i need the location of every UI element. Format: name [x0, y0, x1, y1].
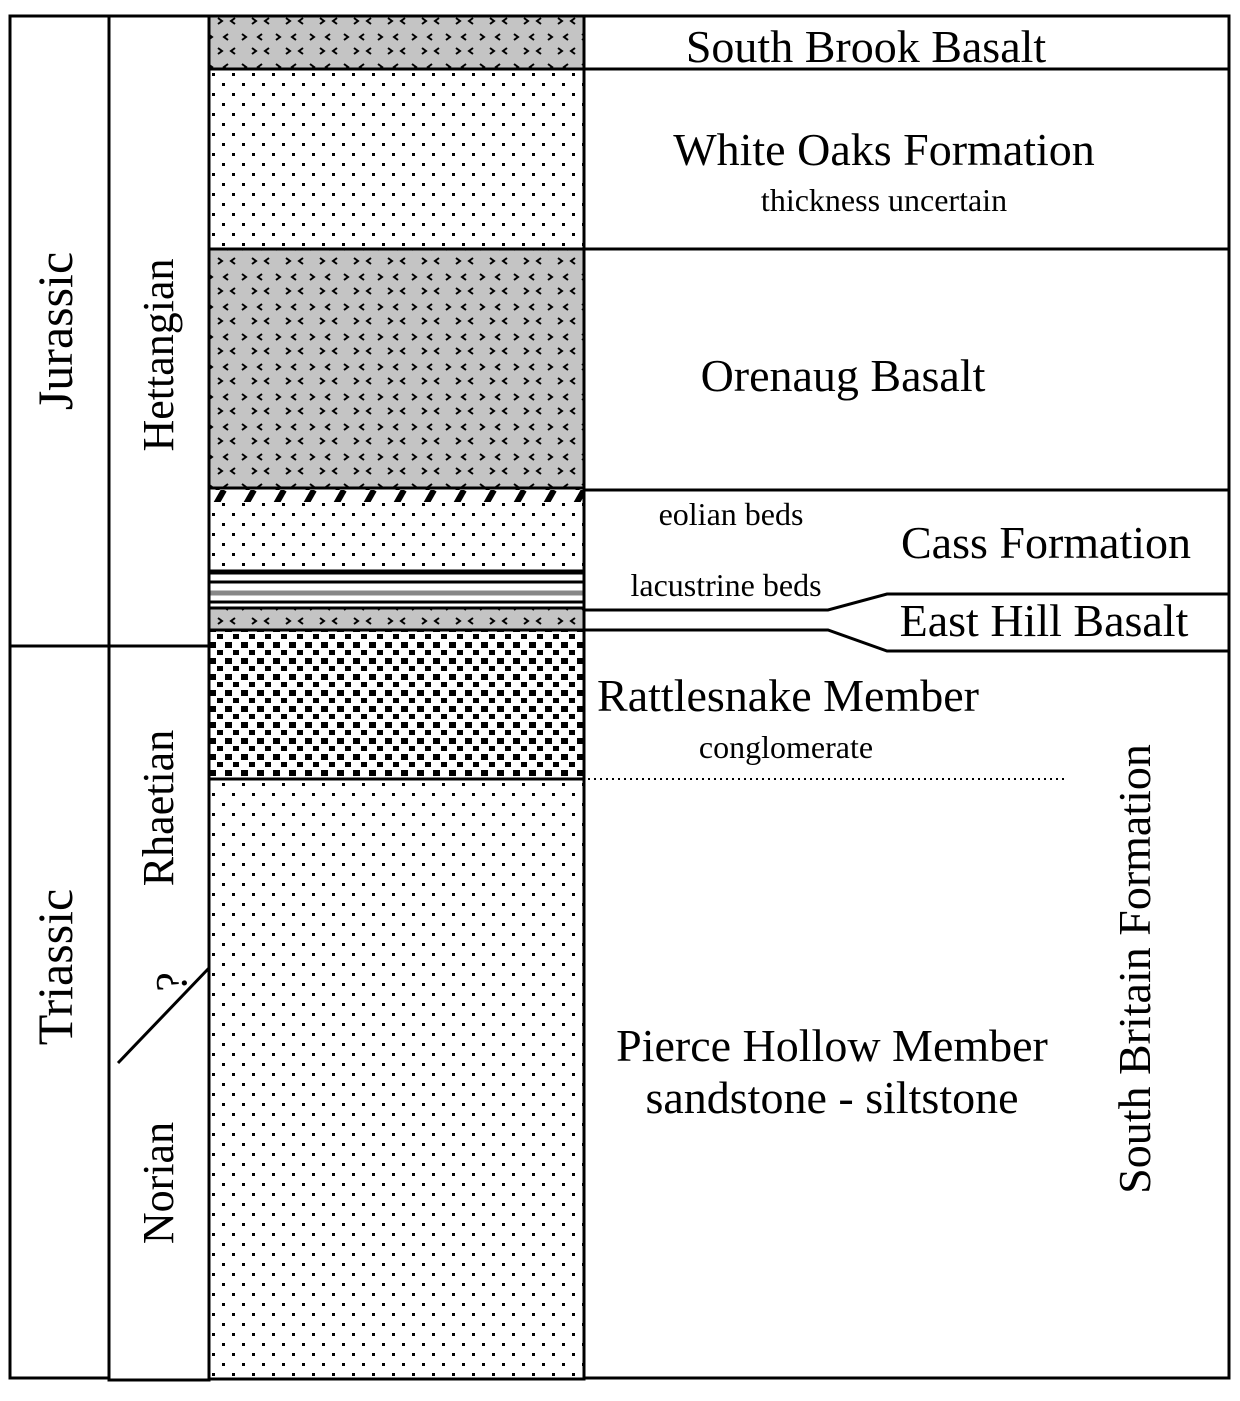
formation-column: South Brook Basalt White Oaks Formation … [582, 14, 1231, 1380]
rattlesnake-conglomerate-lithology [209, 630, 584, 779]
east-hill-basalt-lithology [209, 608, 584, 630]
formation-outline [582, 14, 1231, 1380]
label-lacustrine-beds: lacustrine beds [630, 567, 821, 603]
south-brook-basalt-lithology [209, 16, 584, 69]
label-cass-formation: Cass Formation [901, 517, 1191, 568]
contact-hatch [209, 488, 584, 502]
period-label-jurassic: Jurassic [27, 252, 83, 410]
label-thickness-uncertain: thickness uncertain [761, 182, 1007, 218]
label-south-britain-formation: South Britain Formation [1109, 744, 1160, 1194]
white-oaks-lithology [209, 69, 584, 249]
label-sandstone-siltstone: sandstone - siltstone [645, 1072, 1018, 1123]
label-south-brook-basalt: South Brook Basalt [686, 21, 1047, 72]
label-east-hill-basalt: East Hill Basalt [900, 595, 1189, 646]
stage-boundary-query: ? [147, 972, 196, 992]
label-pierce-hollow-member: Pierce Hollow Member [616, 1020, 1048, 1071]
stage-label-hettangian: Hettangian [134, 258, 183, 451]
period-column: Jurassic Triassic [8, 14, 111, 1380]
lithology-column [207, 14, 586, 1381]
east-hill-base-contact [584, 628, 1229, 653]
label-white-oaks-formation: White Oaks Formation [673, 124, 1095, 175]
period-label-triassic: Triassic [27, 889, 83, 1046]
eolian-beds-lithology [209, 502, 584, 568]
stage-boundary-line [116, 966, 211, 1065]
label-orenaug-basalt: Orenaug Basalt [701, 350, 986, 401]
stage-label-norian: Norian [134, 1122, 183, 1244]
stage-label-rhaetian: Rhaetian [134, 730, 183, 886]
cass-east-hill-contact [584, 592, 1229, 612]
pierce-hollow-lithology [209, 779, 584, 1379]
label-eolian-beds: eolian beds [659, 496, 804, 532]
label-rattlesnake-member: Rattlesnake Member [597, 670, 979, 721]
stage-column: Hettangian Rhaetian Norian ? [107, 14, 211, 1382]
label-conglomerate: conglomerate [699, 729, 873, 765]
orenaug-basalt-lithology [209, 249, 584, 488]
